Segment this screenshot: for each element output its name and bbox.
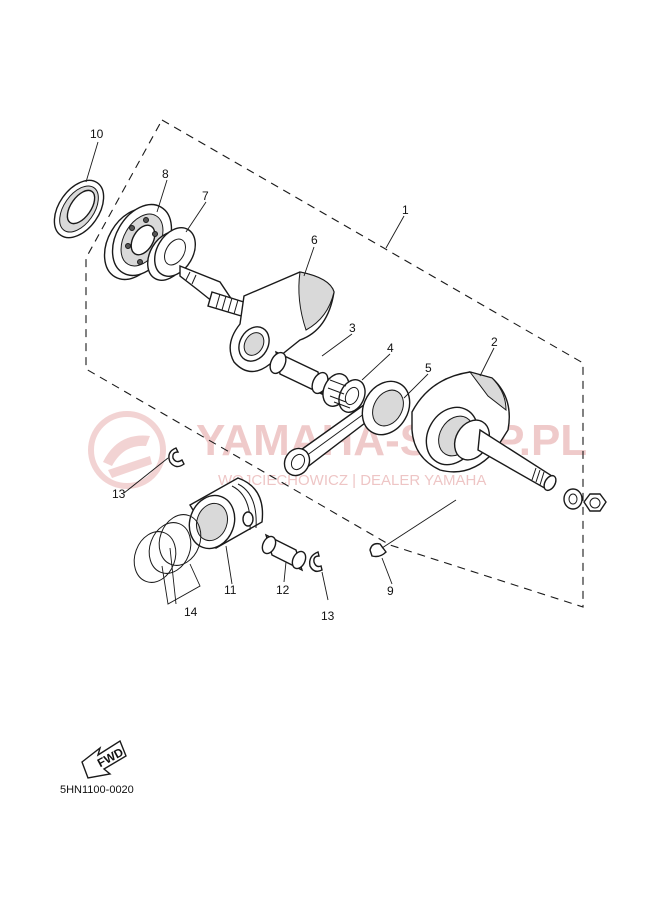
- callout-5: 5: [425, 361, 432, 375]
- watermark-subline: WOJCIECHOWICZ | DEALER YAMAHA: [218, 472, 486, 489]
- callout-2: 2: [491, 335, 498, 349]
- piston-pin-part-12: [261, 533, 307, 572]
- callout-12: 12: [276, 583, 290, 597]
- callout-13-lower: 13: [321, 609, 335, 623]
- callout-1: 1: [402, 203, 409, 217]
- oil-seal-part-10: [53, 179, 105, 239]
- callout-13-upper: 13: [112, 487, 126, 501]
- forward-direction-arrow: FWD: [81, 739, 127, 779]
- callout-7: 7: [202, 189, 209, 203]
- connecting-rod-part-5: [283, 380, 411, 477]
- callout-8: 8: [162, 167, 169, 181]
- watermark-logo: [88, 411, 166, 489]
- callout-10: 10: [90, 127, 104, 141]
- needle-bearing-part-4: [322, 373, 366, 413]
- circlip-part-13-upper: [168, 447, 185, 468]
- callout-9: 9: [387, 584, 394, 598]
- circlip-part-13-lower: [308, 551, 323, 573]
- diagram-code: 5HN1100-0020: [60, 784, 134, 796]
- callout-11: 11: [224, 583, 237, 597]
- callout-6: 6: [311, 233, 318, 247]
- piston-rings-part-14: [133, 514, 202, 583]
- collar-part-7: [147, 227, 196, 281]
- washer: [563, 488, 583, 510]
- woodruff-key-part-9: [369, 542, 387, 558]
- callout-3: 3: [349, 321, 356, 335]
- leader-lines: [85, 141, 495, 605]
- nut: [583, 493, 607, 512]
- crank-half-part-2: [411, 371, 557, 492]
- crank-pin-part-3: [269, 350, 329, 396]
- crank-half-part-6: [179, 264, 335, 373]
- piston-part-11: [188, 477, 264, 550]
- callout-14: 14: [184, 605, 198, 619]
- callout-4: 4: [387, 341, 394, 355]
